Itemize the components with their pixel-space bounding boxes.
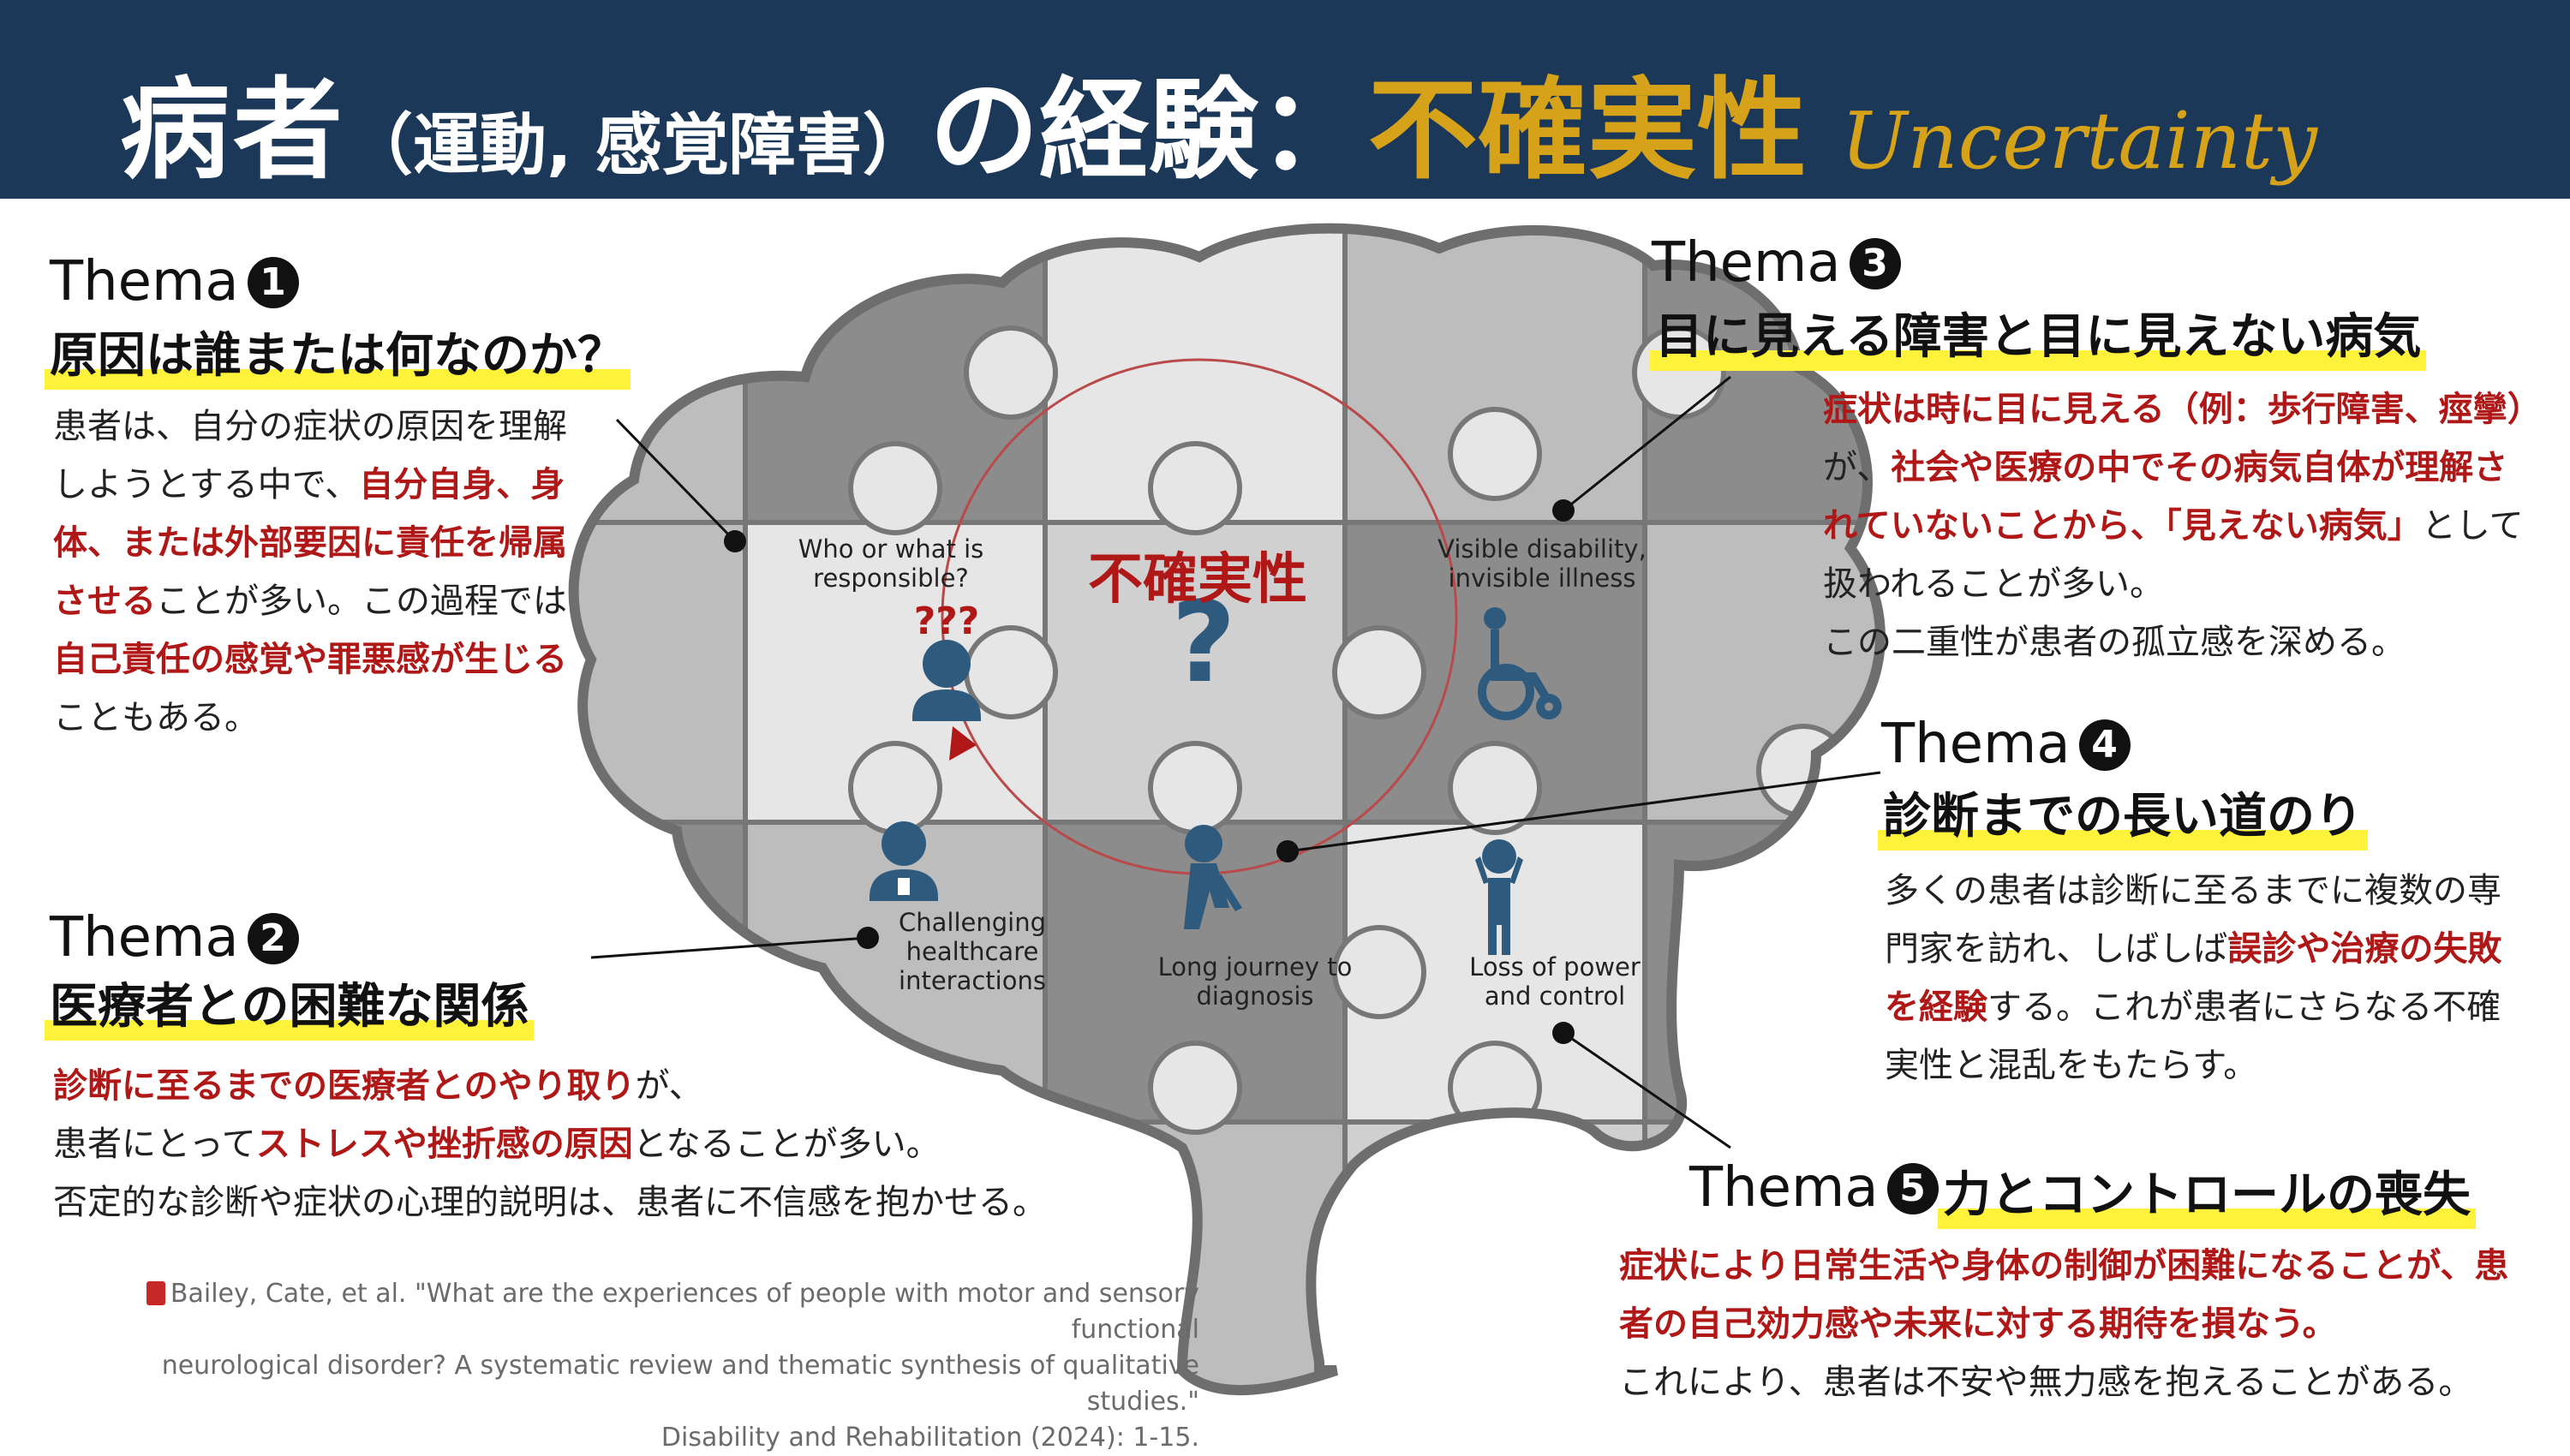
- body-text-segment: 多くの患者は診断に至るまでに複数の専門家を訪れ、しばしば: [1885, 871, 2501, 969]
- body-text-segment: となることが多い。 否定的な診断や症状の心理的説明は、患者に不信感を抱かせる。: [53, 1125, 1047, 1222]
- page-title: 病者（運動, 感覚障害）の経験：不確実性 Uncertainty: [120, 41, 2317, 194]
- citation: Bailey, Cate, et al. "What are the exper…: [51, 1276, 1199, 1456]
- theme-3-label-text: Thema: [1652, 231, 1841, 295]
- piece-label-responsible: Who or what is responsible?: [762, 534, 1019, 593]
- connector-lines: [590, 375, 1881, 1149]
- body-text-segment: こともある。: [53, 698, 259, 737]
- cycle-arrowhead: [949, 726, 977, 761]
- highlighted-text: 症状は時に目に見える（例：歩行障害、痙攣）: [1823, 390, 2542, 429]
- theme-2-text: 診断に至るまでの医療者とのやり取りが、 患者にとってストレスや挫折感の原因となる…: [53, 1057, 1081, 1232]
- title-part3: の経験：: [929, 67, 1368, 194]
- theme-1-number: 1: [247, 257, 299, 308]
- piece-label-journey: Long journey to diagnosis: [1127, 952, 1384, 1011]
- piece-label-visible-text: Visible disability, invisible illness: [1437, 534, 1647, 593]
- theme-1-label-text: Thema: [50, 250, 239, 313]
- connector-dots: [724, 499, 1575, 1044]
- theme-4-label-text: Thema: [1881, 713, 2071, 776]
- title-part1: 病者: [120, 67, 347, 194]
- body-text-segment: する。これが患者にさらなる不確実性と混乱をもたらす。: [1885, 988, 2501, 1085]
- citation-line-1: Bailey, Cate, et al. "What are the exper…: [51, 1276, 1199, 1348]
- theme-2-title: 医療者との困難な関係: [45, 968, 535, 1041]
- theme-3-title: 目に見える障害と目に見えない病気: [1650, 298, 2427, 371]
- theme-4-number: 4: [2078, 719, 2131, 771]
- piece-r3c3: [1342, 1119, 1647, 1391]
- highlighted-text: ストレスや挫折感の原因: [255, 1125, 633, 1164]
- piece-label-healthcare-text: Challenging healthcare interactions: [899, 908, 1046, 995]
- brain-outline-stroke: [568, 223, 1886, 1396]
- piece-label-power: Loss of power and control: [1426, 952, 1683, 1011]
- citation-line-2: neurological disorder? A systematic revi…: [161, 1351, 1199, 1417]
- center-title: 不確実性: [1088, 548, 1307, 612]
- body-text-segment: として扱われることが多い。 この二重性が患者の孤立感を深める。: [1823, 506, 2524, 662]
- body-text-segment: 患者は、自分の症状の原因を理解しようとする中で、: [53, 407, 567, 504]
- theme-5-title: 力とコントロールの喪失: [1938, 1156, 2476, 1229]
- theme-5-label-text: Thema: [1689, 1156, 1879, 1220]
- distressed-person-icon: [1475, 839, 1523, 955]
- body-text-segment: が、 患者にとって: [53, 1066, 703, 1164]
- person-question-icon: [912, 640, 981, 721]
- doctor-icon: [870, 821, 938, 901]
- piece-label-healthcare: Challenging healthcare interactions: [844, 908, 1101, 995]
- title-part2: （運動, 感覚障害）: [346, 107, 929, 184]
- wheelchair-icon: [1478, 630, 1562, 720]
- body-text-segment: ことが多い。この過程では: [156, 582, 567, 621]
- theme-1-title: 原因は誰または何なのか？: [45, 317, 631, 390]
- header-bar: 病者（運動, 感覚障害）の経験：不確実性 Uncertainty: [0, 0, 2570, 199]
- walking-person-icon: [1184, 825, 1242, 929]
- theme-1-text: 患者は、自分の症状の原因を理解しようとする中で、自分自身、身体、または外部要因に…: [53, 397, 584, 747]
- theme-5-text: 症状により日常生活や身体の制御が困難になることが、患者の自己効力感や未来に対する…: [1619, 1237, 2527, 1446]
- theme-2-label-text: Thema: [50, 906, 239, 970]
- piece-label-journey-text: Long journey to diagnosis: [1157, 952, 1353, 1011]
- highlighted-text: 誤診や治療の失敗を経験: [1885, 929, 2502, 1027]
- theme-4-title: 診断までの長い道のり: [1878, 778, 2368, 850]
- wheelchair-head-icon: [1484, 607, 1506, 630]
- body-text-segment: が、: [1823, 448, 1892, 487]
- book-icon: [146, 1281, 165, 1305]
- citation-line-3: Disability and Rehabilitation (2024): 1-…: [660, 1423, 1199, 1453]
- highlighted-text: 診断に至るまでの医療者とのやり取り: [53, 1066, 636, 1106]
- citation-line-1-text: Bailey, Cate, et al. "What are the exper…: [170, 1279, 1199, 1345]
- theme-3-number: 3: [1849, 238, 1901, 289]
- brain-puzzle-diagram: ??? ?: [568, 223, 1886, 1396]
- highlighted-text: 症状により日常生活や身体の制御が困難になることが、患者の自己効力感や未来に対する…: [1619, 1246, 2509, 1344]
- theme-5-number: 5: [1886, 1163, 1939, 1214]
- theme-4-text: 多くの患者は診断に至るまでに複数の専門家を訪れ、しばしば誤診や治療の失敗を経験す…: [1885, 862, 2527, 1095]
- title-accent: 不確実性: [1367, 67, 1807, 194]
- question-mark-icon: ?: [1171, 577, 1235, 707]
- title-script: Uncertainty: [1840, 95, 2318, 187]
- question-marks: ???: [914, 600, 980, 643]
- piece-label-power-text: Loss of power and control: [1469, 952, 1641, 1011]
- body-text-segment: これにより、患者は不安や無力感を抱えることがある。: [1619, 1363, 2473, 1402]
- piece-label-responsible-text: Who or what is responsible?: [798, 534, 984, 593]
- piece-label-visible: Visible disability, invisible illness: [1418, 534, 1666, 593]
- highlighted-text: 自分自身、身体、または外部要因に責任を帰属させる: [53, 465, 567, 621]
- theme-3-text: 症状は時に目に見える（例：歩行障害、痙攣） が、社会や医療の中でその病気自体が理解…: [1823, 380, 2542, 671]
- theme-2-number: 2: [247, 913, 299, 964]
- highlighted-text: 自己責任の感覚や罪悪感が生じる: [53, 640, 567, 679]
- highlighted-text: 社会や医療の中でその病気自体が理解されていないことから、「見えない病気」: [1823, 448, 2508, 546]
